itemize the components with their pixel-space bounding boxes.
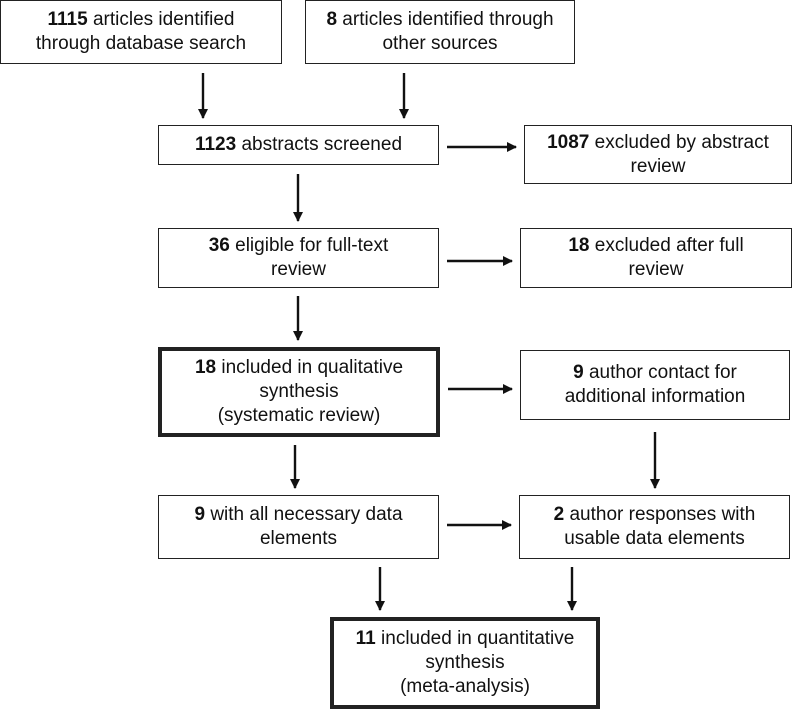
label: elements	[259, 528, 338, 549]
box-quantitative-synthesis: 11 included in quantitative synthesis (m…	[330, 617, 600, 709]
count: 18	[568, 235, 590, 256]
box-eligible-full-text: 36 eligible for full-text review	[158, 228, 439, 288]
label: included in qualitative	[221, 357, 404, 378]
count: 1115	[47, 9, 88, 30]
count: 18	[194, 357, 217, 378]
label: author responses with	[569, 504, 756, 525]
box-excluded-full-review: 18 excluded after full review	[520, 228, 792, 288]
label: articles identified	[92, 9, 235, 30]
label: included in quantitative	[381, 628, 575, 649]
box-excluded-abstract: 1087 excluded by abstract review	[524, 125, 792, 184]
box-qualitative-synthesis: 18 included in qualitative synthesis (sy…	[158, 347, 440, 437]
count: 9	[194, 504, 206, 525]
box-author-contact: 9 author contact for additional informat…	[520, 350, 790, 420]
count: 9	[573, 362, 584, 383]
label: (meta-analysis)	[400, 676, 530, 697]
label: usable data elements	[564, 528, 745, 549]
label: review	[628, 259, 684, 280]
count: 36	[208, 235, 230, 256]
label: (systematic review)	[217, 405, 381, 426]
box-abstracts-screened: 1123 abstracts screened	[158, 125, 439, 165]
label: other sources	[382, 33, 498, 54]
label: excluded by abstract	[594, 131, 769, 153]
box-author-responses: 2 author responses with usable data elem…	[519, 495, 790, 559]
count: 1123	[194, 134, 237, 155]
label: synthesis	[425, 652, 505, 673]
label: synthesis	[259, 381, 339, 402]
box-other-sources: 8 articles identified through other sour…	[305, 0, 575, 64]
label: author contact for	[588, 362, 737, 383]
label: review	[630, 155, 686, 177]
count: 1087	[547, 131, 590, 153]
count: 11	[355, 628, 376, 649]
box-database-search: 1115 articles identified through databas…	[0, 0, 282, 64]
box-necessary-data: 9 with all necessary data elements	[158, 495, 439, 559]
label: through database search	[35, 33, 247, 54]
label: eligible for full-text	[235, 235, 389, 256]
count: 2	[553, 504, 565, 525]
label: additional information	[564, 386, 746, 407]
count: 8	[326, 9, 338, 30]
label: excluded after full	[594, 235, 744, 256]
label: with all necessary data	[210, 504, 403, 525]
label: articles identified through	[342, 9, 554, 30]
label: review	[271, 259, 326, 280]
label: abstracts screened	[241, 134, 403, 155]
